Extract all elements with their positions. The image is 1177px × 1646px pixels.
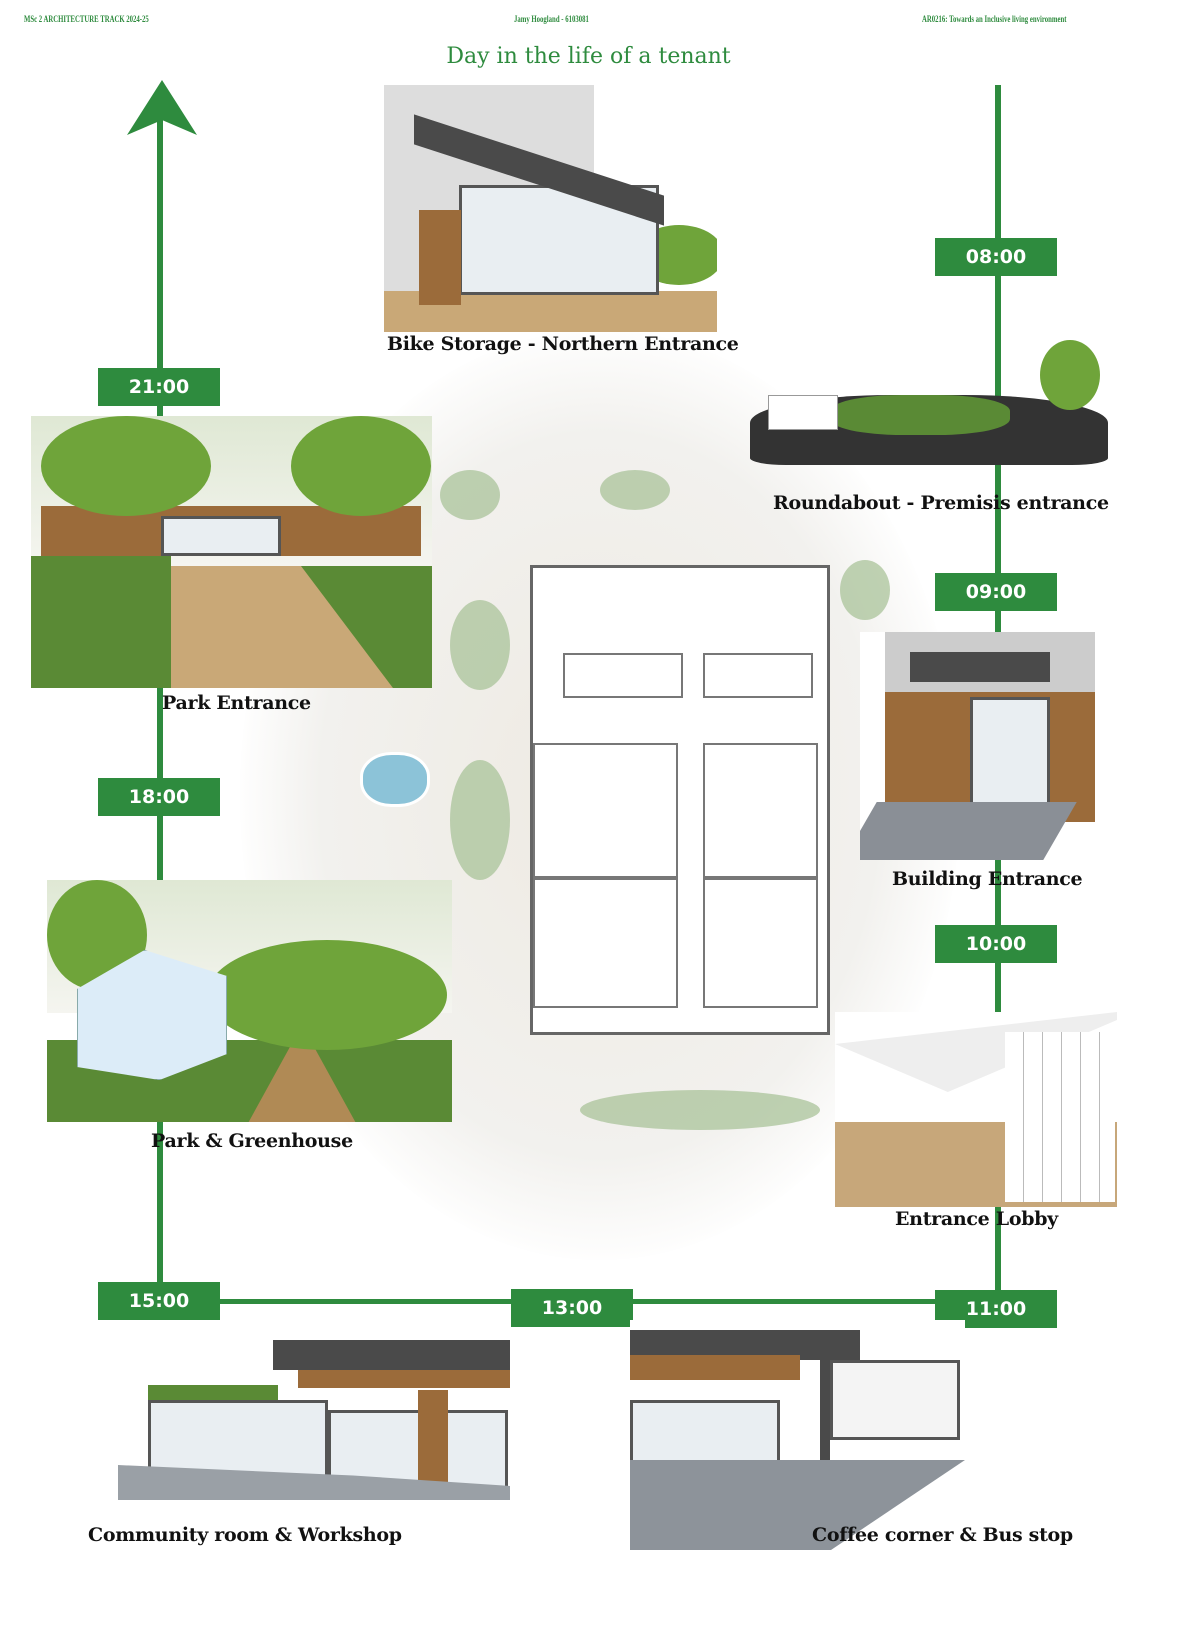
roundabout-render: [750, 335, 1108, 465]
header-left: MSc 2 ARCHITECTURE TRACK 2024-25: [24, 14, 149, 24]
caption-community-room: Community room & Workshop: [88, 1524, 402, 1546]
page-title: Day in the life of a tenant: [446, 44, 731, 69]
tree-plan: [580, 1090, 820, 1130]
header-center: Jamy Hoogland - 6103081: [514, 14, 589, 24]
community-room-render: [118, 1320, 510, 1500]
bike-storage-render: [384, 75, 717, 332]
caption-roundabout: Roundabout - Premisis entrance: [773, 492, 1109, 514]
time-badge: 10:00: [935, 925, 1057, 963]
floor-plan: [530, 565, 830, 1035]
park-entrance-render: [31, 416, 432, 688]
time-badge: 08:00: [935, 238, 1057, 276]
caption-park-entrance: Park Entrance: [162, 692, 311, 714]
header-right: AR0216: Towards an Inclusive living envi…: [922, 14, 1067, 24]
entrance-lobby-render: [835, 1012, 1117, 1207]
caption-bike-storage: Bike Storage - Northern Entrance: [387, 333, 739, 355]
caption-coffee-corner: Coffee corner & Bus stop: [812, 1524, 1073, 1546]
caption-entrance-lobby: Entrance Lobby: [895, 1208, 1058, 1230]
time-badge: 13:00: [511, 1289, 633, 1327]
arrow-up-icon: [127, 80, 197, 135]
tree-plan: [450, 600, 510, 690]
tree-plan: [440, 470, 500, 520]
time-badge: 21:00: [98, 368, 220, 406]
tree-plan: [600, 470, 670, 510]
tree-plan: [840, 560, 890, 620]
tree-plan: [450, 760, 510, 880]
time-badge: 18:00: [98, 778, 220, 816]
park-greenhouse-render: [47, 880, 452, 1122]
caption-building-entrance: Building Entrance: [892, 868, 1083, 890]
coffee-corner-render: [630, 1320, 965, 1550]
timeline-left: [157, 120, 163, 1305]
time-badge: 15:00: [98, 1282, 220, 1320]
building-entrance-render: [860, 632, 1095, 860]
pond: [360, 752, 430, 807]
time-badge: 09:00: [935, 573, 1057, 611]
caption-park-greenhouse: Park & Greenhouse: [151, 1130, 353, 1152]
